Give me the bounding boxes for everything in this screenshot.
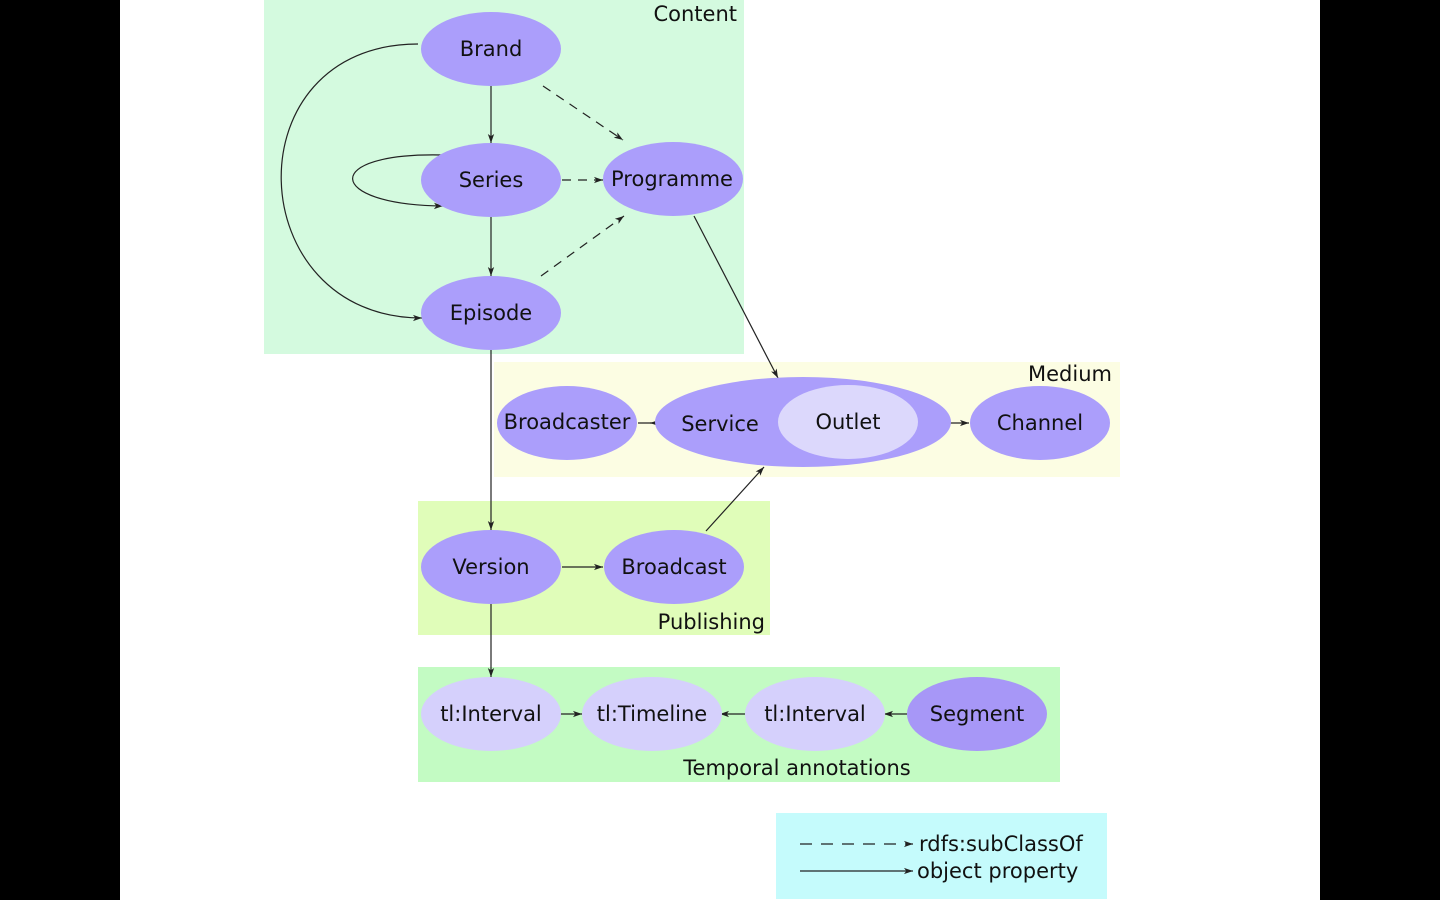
legend-box — [776, 813, 1107, 899]
edge-brand-episode — [280, 43, 423, 322]
channel-node-label: Channel — [997, 411, 1083, 435]
edge-brand-programme — [542, 85, 624, 141]
episode-node — [421, 276, 561, 350]
interval-node-2-label: tl:Interval — [764, 702, 866, 726]
subclass-edges — [540, 85, 625, 277]
broadcaster-node — [497, 386, 637, 460]
timeline-node-label: tl:Timeline — [597, 702, 707, 726]
legend: rdfs:subClassOf object property — [800, 832, 1083, 883]
publishing-group-label: Publishing — [658, 610, 765, 634]
outlet-node-label: Outlet — [815, 410, 880, 434]
service-node-label: Service — [681, 412, 759, 436]
legend-property-label: object property — [917, 859, 1078, 883]
legend-subclass-label: rdfs:subClassOf — [919, 832, 1083, 856]
series-node — [421, 143, 561, 217]
broadcast-node — [604, 530, 744, 604]
medium-group-label: Medium — [1028, 362, 1112, 386]
temporal-group-label: Temporal annotations — [682, 756, 910, 780]
brand-node — [421, 12, 561, 86]
episode-node-label: Episode — [450, 301, 532, 325]
programme-node-label: Programme — [611, 167, 733, 191]
broadcast-node-label: Broadcast — [621, 555, 726, 579]
nodes: Brand Series Programme Episode Broadcast… — [421, 12, 1110, 751]
content-group-label: Content — [653, 2, 737, 26]
outlet-node — [778, 385, 918, 459]
edge-broadcast-service — [705, 466, 765, 532]
segment-node — [907, 677, 1047, 751]
interval-node-1-label: tl:Interval — [440, 702, 542, 726]
channel-node — [970, 386, 1110, 460]
edge-series-self-loop — [352, 154, 444, 210]
programme-node — [603, 142, 743, 216]
edge-programme-service — [693, 215, 779, 379]
version-node — [421, 530, 561, 604]
version-node-label: Version — [452, 555, 529, 579]
segment-node-label: Segment — [930, 702, 1025, 726]
broadcaster-node-label: Broadcaster — [504, 410, 631, 434]
brand-node-label: Brand — [460, 37, 523, 61]
timeline-node — [582, 677, 722, 751]
edge-episode-programme — [540, 215, 625, 277]
interval-node-2 — [745, 677, 885, 751]
series-node-label: Series — [459, 168, 524, 192]
interval-node-1 — [421, 677, 561, 751]
